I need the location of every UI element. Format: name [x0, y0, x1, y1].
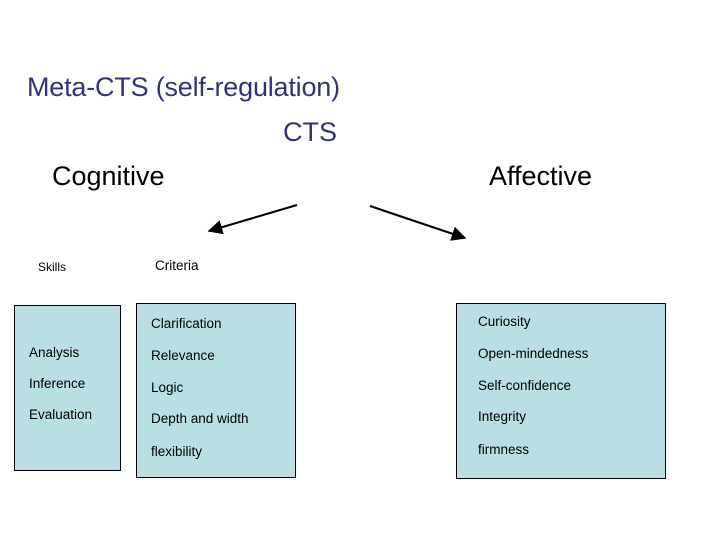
list-item: Integrity — [478, 409, 527, 424]
criteria-column-caption: Criteria — [155, 258, 199, 273]
list-item: Open-mindedness — [478, 346, 589, 361]
criteria-panel: Clarification Relevance Logic Depth and … — [136, 303, 296, 478]
cts-title: CTS — [283, 117, 337, 147]
cognitive-branch-label: Cognitive — [52, 161, 165, 191]
list-item: Relevance — [151, 348, 215, 363]
list-item: flexibility — [151, 444, 203, 459]
arrow-to-affective — [369, 205, 467, 241]
affective-panel: Curiosity Open-mindedness Self-confidenc… — [456, 303, 666, 479]
affective-branch-label: Affective — [489, 161, 593, 191]
skills-panel: Analysis Inference Evaluation — [14, 305, 121, 471]
list-item: Clarification — [151, 316, 222, 331]
list-item: Analysis — [29, 345, 80, 360]
list-item: Inference — [29, 376, 86, 391]
skills-column-caption: Skills — [38, 260, 67, 274]
list-item: Evaluation — [29, 407, 93, 422]
list-item: Curiosity — [478, 314, 531, 329]
list-item: Depth and width — [151, 411, 249, 426]
list-item: Self-confidence — [478, 378, 572, 393]
list-item: firmness — [478, 442, 530, 457]
arrow-to-cognitive — [207, 203, 298, 235]
meta-cts-title: Meta-CTS (self-regulation) — [27, 72, 340, 102]
list-item: Logic — [151, 380, 184, 395]
